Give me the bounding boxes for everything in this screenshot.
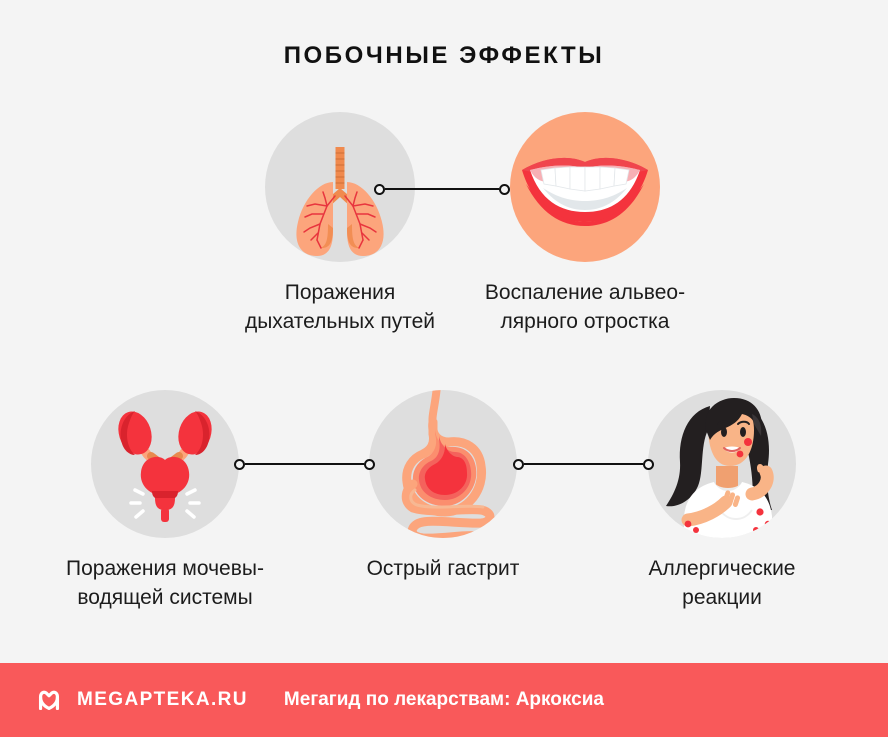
node-acute-gastritis: Острый гастрит (303, 390, 583, 583)
connector-dot-right (364, 458, 375, 470)
connector-dot-left (234, 458, 245, 470)
urinary-system-icon (118, 411, 212, 522)
allergy-icon-circle (648, 390, 796, 538)
node-label: Острый гастрит (366, 557, 520, 580)
connector-urinary-stomach (234, 457, 375, 471)
node-label: Поражения мочевы- водящей системы (66, 557, 264, 609)
node-allergic-reactions: Аллергические реакции (582, 390, 862, 612)
stomach-icon (401, 390, 495, 538)
lungs-icon-circle (265, 112, 415, 262)
node-alveolar-inflammation: Воспаление альвео- лярного отростка (425, 112, 745, 336)
urinary-icon-circle (91, 390, 239, 538)
allergy-woman-icon (666, 398, 774, 538)
node-label: Воспаление альвео- лярного отростка (484, 281, 686, 333)
connector-lungs-mouth (374, 182, 510, 196)
connector-dot-right (499, 183, 510, 195)
mouth-icon-circle (510, 112, 660, 262)
node-label: Поражения дыхательных путей (244, 281, 436, 333)
megapteka-m-logo-icon (38, 690, 60, 711)
footer-bar: MEGAPTEKA.RU Мегагид по лекарствам: Арко… (0, 663, 888, 737)
connector-dot-right (643, 458, 654, 470)
connector-line (245, 463, 364, 465)
node-label: Аллергические реакции (648, 557, 796, 609)
footer-brand: MEGAPTEKA.RU (77, 689, 248, 710)
connector-line (524, 463, 643, 465)
connector-dot-left (513, 458, 524, 470)
node-respiratory-tract: Поражения дыхательных путей (180, 112, 500, 336)
connector-line (385, 188, 499, 190)
stomach-icon-circle (369, 390, 517, 538)
connector-dot-left (374, 183, 385, 195)
footer-caption: Мегагид по лекарствам: Аркоксиа (283, 689, 604, 710)
lungs-icon (296, 147, 384, 256)
node-urinary-tract: Поражения мочевы- водящей системы (25, 390, 305, 612)
page-title: ПОБОЧНЫЕ ЭФФЕКТЫ (283, 42, 605, 69)
connector-stomach-allergy (513, 457, 654, 471)
mouth-teeth-icon (522, 157, 648, 226)
